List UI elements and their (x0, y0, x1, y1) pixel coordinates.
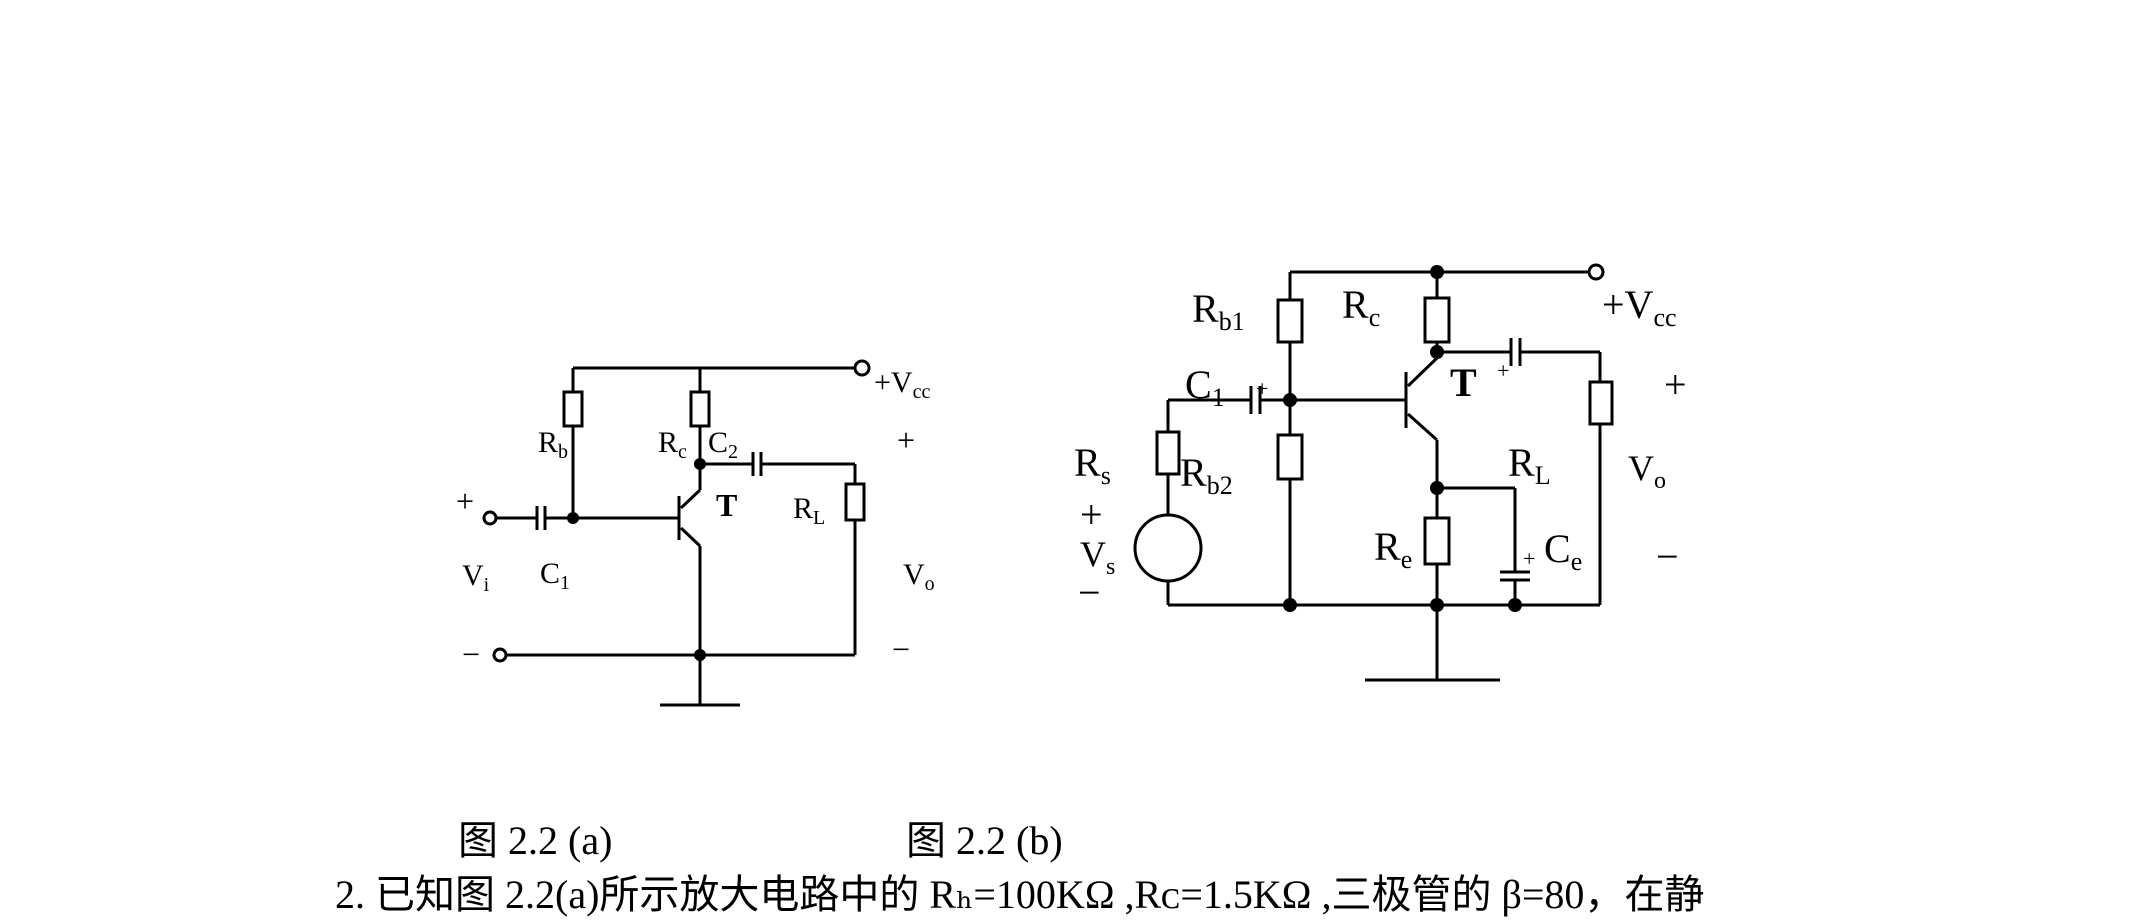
label-rb2: Rb2 (1180, 450, 1233, 500)
label-ce-plus: + (1523, 546, 1535, 571)
resistor-rb2 (1276, 433, 1304, 481)
label-c2-a: C2 (708, 426, 738, 463)
label-minus-out-b: − (1656, 534, 1679, 579)
voltage-source-vs (1133, 513, 1203, 583)
label-c1-a: C1 (540, 557, 570, 594)
label-minus-out-a: − (892, 631, 910, 667)
label-vs: Vs (1080, 534, 1115, 580)
label-transistor-b: T (1450, 360, 1477, 405)
label-rs: Rs (1074, 440, 1111, 490)
label-c1-plus: + (1256, 376, 1268, 401)
label-rb-a: Rb (538, 426, 568, 463)
label-vo-a: Vo (903, 558, 935, 595)
label-vi-a: Vi (462, 559, 490, 596)
resistor-rs (1155, 430, 1181, 476)
input-terminal (482, 510, 498, 526)
figure-b-schematic: +Vcc Rb1 Rc C1 + T + Rs Rb2 RL Vo + + Vs… (1074, 263, 1687, 682)
resistor-rc-b (1423, 296, 1451, 344)
label-plus-src-b: + (1080, 492, 1103, 537)
vcc-terminal-b (1587, 263, 1605, 281)
label-ce: Ce (1544, 526, 1582, 576)
label-rb1: Rb1 (1192, 286, 1245, 336)
label-c2-plus: + (1497, 358, 1509, 383)
label-transistor-a: T (716, 487, 737, 523)
resistor-rb (562, 390, 584, 428)
caption-figure-b: 图 2.2 (b) (906, 818, 1063, 863)
resistor-rb1 (1276, 298, 1304, 344)
caption-figure-a: 图 2.2 (a) (458, 818, 613, 863)
resistor-rl (844, 482, 866, 522)
label-vcc-b: +Vcc (1602, 282, 1677, 332)
label-vcc-a: +Vcc (874, 366, 930, 403)
resistor-rc (689, 390, 711, 428)
label-rl-a: RL (793, 492, 825, 529)
label-vo-b: Vo (1628, 448, 1666, 494)
figure-a-schematic: +Vcc Rb Rc C2 T RL + Vi C1 − + Vo − (456, 359, 935, 707)
problem-statement: 2. 已知图 2.2(a)所示放大电路中的 Rₕ=100KΩ ,Rᴄ=1.5KΩ… (335, 872, 1705, 917)
label-rl-b: RL (1508, 440, 1551, 490)
label-minus-src-b: − (1078, 570, 1101, 615)
label-plus-in-a: + (456, 483, 474, 519)
vcc-terminal (853, 359, 871, 377)
label-re: Re (1374, 524, 1412, 574)
label-plus-out-b: + (1664, 362, 1687, 407)
resistor-re (1423, 516, 1451, 566)
label-c1-b: C1 (1185, 362, 1225, 412)
transistor-a (677, 470, 702, 655)
ground-terminal-a (492, 647, 508, 663)
resistor-rl-b (1588, 380, 1614, 426)
label-rc-b: Rc (1342, 282, 1380, 332)
circuit-figures: +Vcc Rb Rc C2 T RL + Vi C1 − + Vo − (456, 263, 1687, 707)
label-rc-a: Rc (658, 426, 687, 463)
label-plus-out-a: + (897, 422, 915, 458)
label-minus-in-a: − (462, 636, 480, 672)
